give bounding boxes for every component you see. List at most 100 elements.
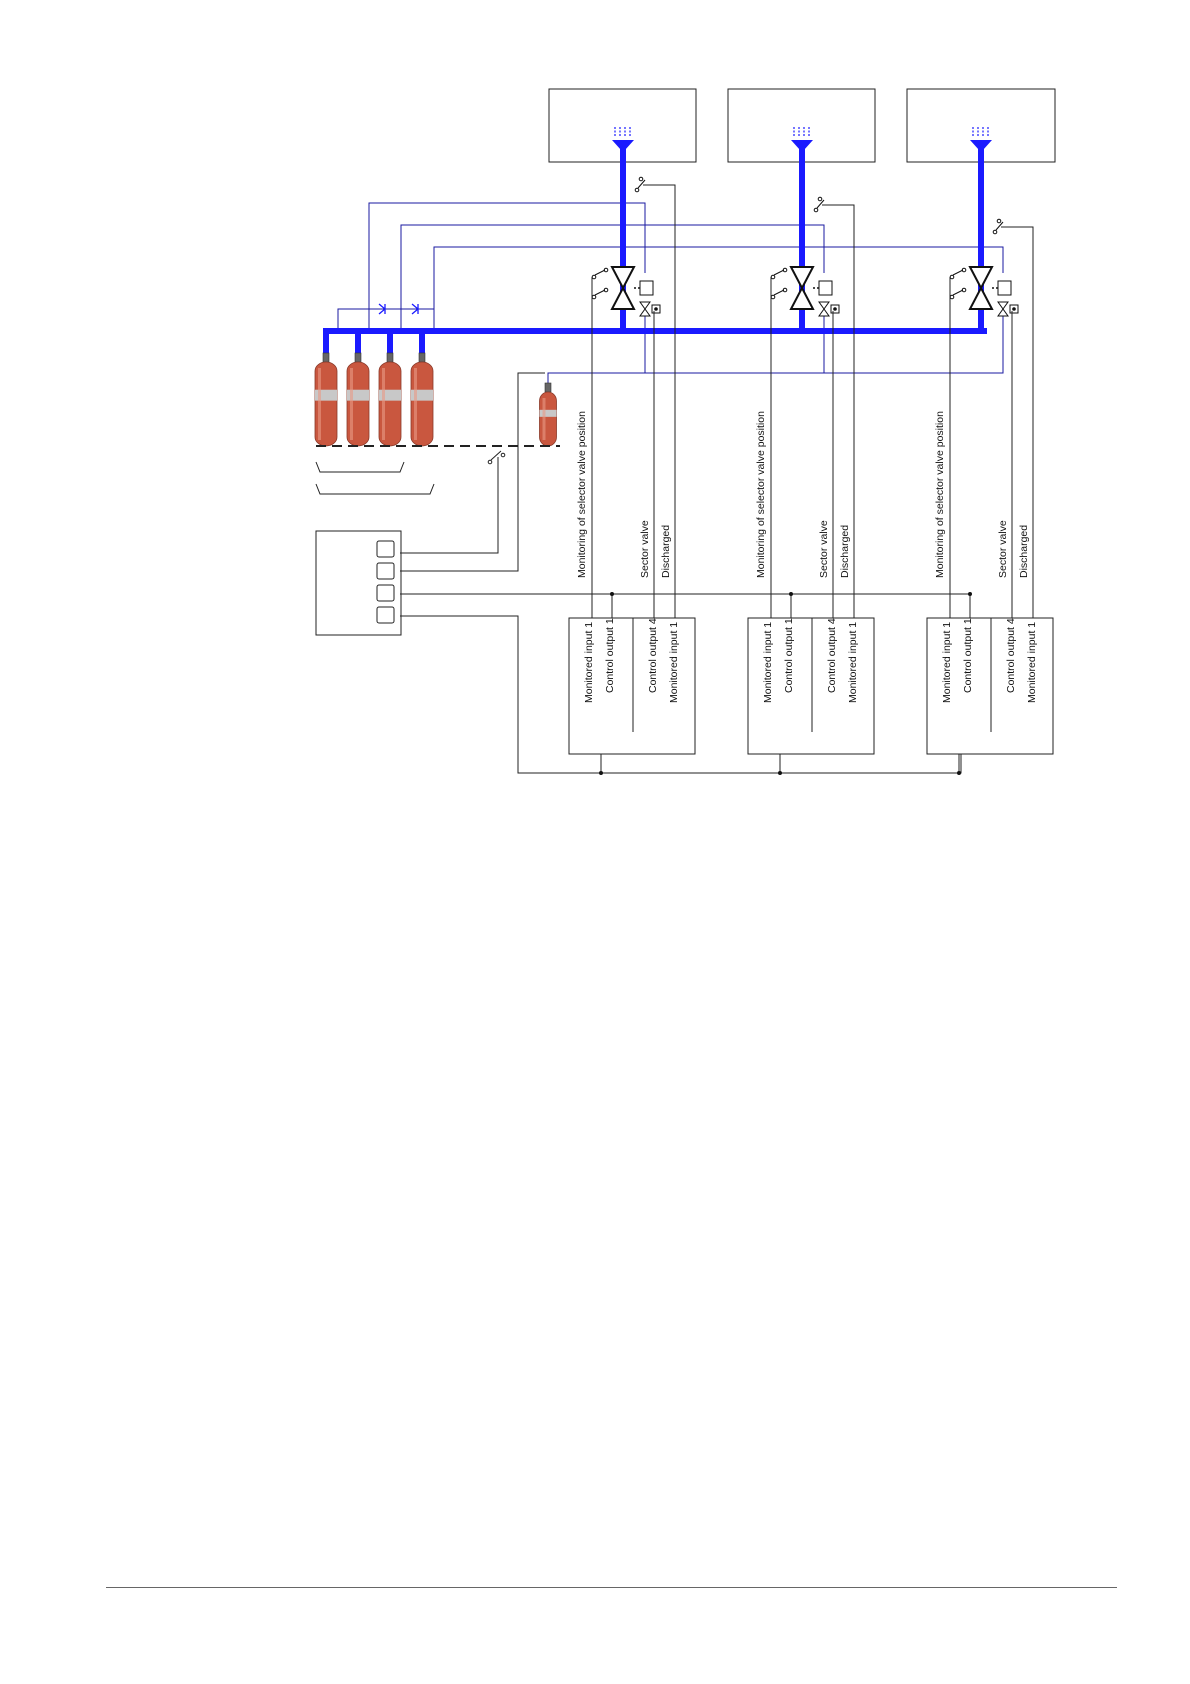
cylinder-valve (544, 382, 552, 393)
selector-valve-icon (968, 266, 994, 310)
switch-contact (770, 294, 776, 300)
cylinder-highlight (414, 368, 417, 440)
cylinder-rack (315, 445, 560, 495)
cylinder-highlight (318, 368, 321, 440)
solenoid-dot (654, 307, 658, 311)
switch-contact (996, 218, 1002, 224)
switch-lever (995, 221, 1004, 231)
switch-contact (813, 207, 819, 213)
pilot-valve-icon (639, 301, 651, 317)
position-switch-icon[interactable] (949, 267, 967, 280)
check-valve-icon (378, 303, 387, 315)
switch-contact (817, 196, 823, 202)
gas-cylinder-icon (410, 352, 434, 447)
monitored-input-label: Monitored input 1 (762, 622, 774, 703)
sector-valve-label: Sector valve (639, 520, 651, 578)
cylinder-body (539, 391, 557, 447)
monitored-input-label: Monitored input 1 (847, 622, 859, 703)
cylinder-valve (386, 352, 394, 363)
monitored-input-label: Monitored input 1 (941, 622, 953, 703)
switch-lever (637, 179, 646, 189)
discharged-wire (1001, 226, 1034, 618)
switch-contact (634, 187, 640, 193)
switch-contact (770, 274, 776, 280)
cylinder-valve (418, 352, 426, 363)
control-output-label: Control output 1 (962, 618, 974, 693)
cylinder-band (411, 389, 433, 401)
cylinder-band (347, 389, 369, 401)
switch-contact (591, 294, 597, 300)
position-switch-icon[interactable] (770, 287, 788, 300)
nozzle-icon (791, 127, 813, 150)
junction-dot (610, 592, 614, 596)
control-output-label: Control output 4 (826, 618, 838, 693)
cylinder-band (379, 389, 401, 401)
switch-lever (816, 199, 825, 209)
pressure-switch-icon[interactable] (634, 176, 676, 618)
panel-module-4[interactable] (376, 606, 395, 624)
check-valve-icon (411, 303, 420, 315)
cylinder-highlight (350, 368, 353, 440)
actuator-box (997, 280, 1012, 296)
pressure-switch-icon[interactable] (813, 196, 855, 618)
module-box (568, 617, 696, 755)
monitored-input-label: Monitored input 1 (1026, 622, 1038, 703)
footer-rule (106, 1587, 1117, 1588)
junction-dot (789, 592, 793, 596)
position-switch-icon[interactable] (591, 287, 609, 300)
solenoid-dot (1012, 307, 1016, 311)
control-output-label: Control output 4 (1005, 618, 1017, 693)
gas-cylinder-icon (378, 352, 402, 447)
discharged-label: Discharged (1018, 525, 1030, 578)
module-box (747, 617, 875, 755)
pilot-wiring (337, 202, 1004, 383)
valve-assembly-2 (770, 196, 855, 618)
switch-lever (594, 269, 606, 276)
panel-module-1[interactable] (376, 540, 395, 558)
pressure-switch-icon[interactable] (400, 450, 506, 554)
selector-valve-assemblies (591, 176, 1034, 618)
switch-contact (591, 274, 597, 280)
check-valves (378, 303, 420, 315)
switch-contact (992, 229, 998, 235)
discharged-label: Discharged (839, 525, 851, 578)
control-output-label: Control output 4 (647, 618, 659, 693)
valve-assembly-1 (591, 176, 676, 618)
cylinder-band (539, 409, 557, 417)
solenoid-dot (833, 307, 837, 311)
control-output-label: Control output 1 (783, 618, 795, 693)
monitoring-label: Monitoring of selector valve position (755, 411, 767, 578)
module-box (926, 617, 1054, 755)
sector-valve-label: Sector valve (818, 520, 830, 578)
control-output-label: Control output 1 (604, 618, 616, 693)
gas-cylinder-icon (314, 352, 338, 447)
junction-dot (778, 771, 782, 775)
position-switch-icon[interactable] (770, 267, 788, 280)
nozzle-icon (970, 127, 992, 150)
panel-module-2[interactable] (376, 562, 395, 580)
junction-dot (968, 592, 972, 596)
selector-valve-icon (610, 266, 636, 310)
junction-dot (957, 771, 961, 775)
valve-assembly-3 (949, 218, 1034, 618)
io-module-2 (747, 592, 875, 775)
pressure-switch-icon[interactable] (992, 218, 1034, 618)
cylinder-highlight (542, 398, 546, 440)
sector-valve-label: Sector valve (997, 520, 1009, 578)
nozzles (612, 127, 992, 150)
pilot-valve-icon (818, 301, 830, 317)
switch-contact (949, 294, 955, 300)
agent-cylinders (314, 352, 557, 447)
pilot-valve-icon (997, 301, 1009, 317)
switch-lever (594, 289, 606, 296)
position-switch-icon[interactable] (949, 287, 967, 300)
panel-module-3[interactable] (376, 584, 395, 602)
io-module-1 (568, 592, 696, 775)
position-switch-icon[interactable] (591, 267, 609, 280)
cylinder-valve (354, 352, 362, 363)
nozzle-body (970, 140, 992, 150)
io-modules (568, 592, 1054, 775)
io-module-3 (926, 592, 1054, 775)
